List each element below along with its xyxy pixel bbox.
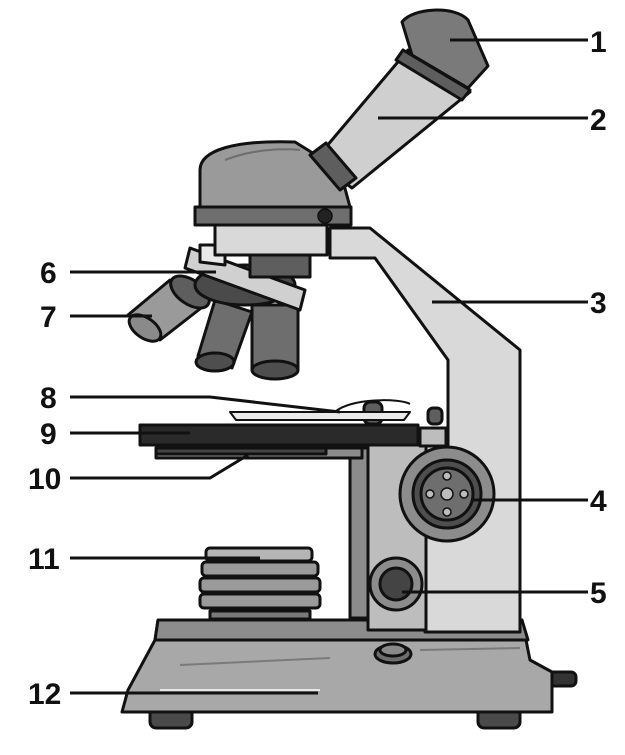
label-7: 7 [40, 301, 57, 334]
label-8: 8 [40, 382, 57, 415]
fine-focus-knob [368, 556, 424, 612]
eyepiece [394, 8, 490, 102]
label-4: 4 [590, 485, 607, 518]
objective-lenses [126, 274, 300, 381]
filter-disc-stack [198, 546, 322, 621]
coarse-focus-knob [398, 445, 496, 543]
label-10: 10 [28, 463, 61, 496]
stage-platform [138, 399, 448, 460]
label-12: 12 [28, 678, 61, 711]
label-3: 3 [590, 287, 607, 320]
base [120, 618, 578, 730]
label-11: 11 [28, 543, 60, 576]
label-1: 1 [590, 26, 607, 59]
label-9: 9 [40, 418, 57, 451]
label-5: 5 [590, 577, 607, 610]
label-6: 6 [40, 257, 57, 290]
leader-lines [70, 38, 588, 695]
label-2: 2 [590, 104, 607, 137]
